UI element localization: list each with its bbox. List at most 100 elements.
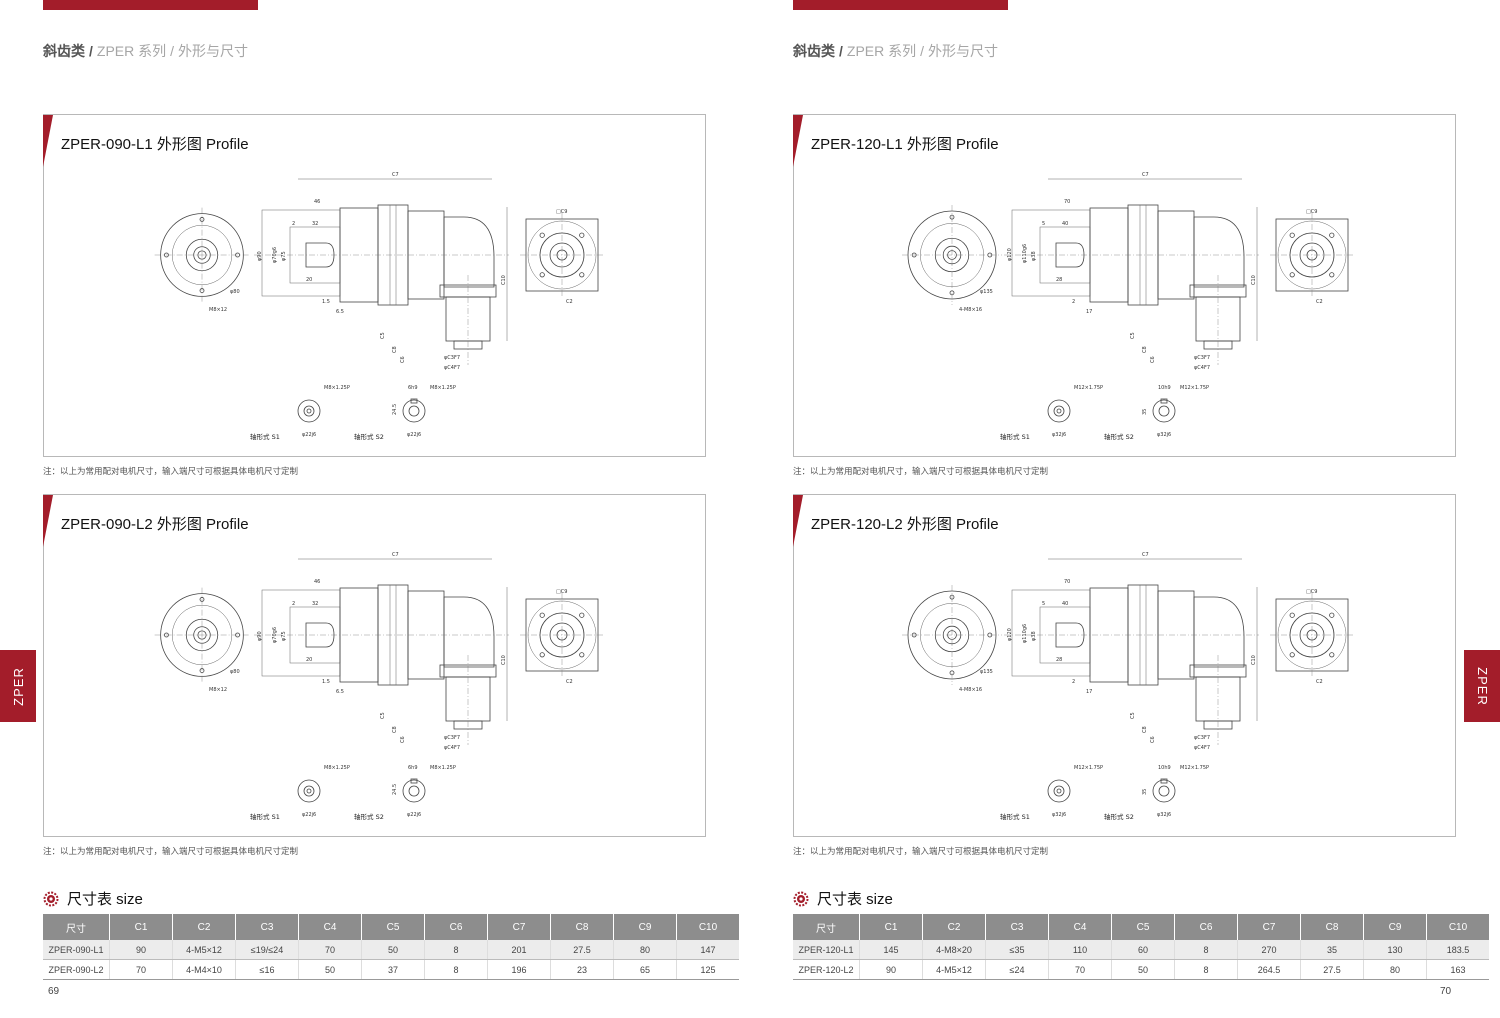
table-header-cell: C5 — [361, 914, 425, 940]
shaft-s1-center — [303, 405, 315, 417]
dimension-label: 40 — [1062, 601, 1068, 607]
bolt-hole — [579, 612, 585, 618]
dimension-label: 轴形式 S1 — [250, 812, 280, 821]
dimension-label: φ120 — [1007, 628, 1013, 641]
dimension-label: 32 — [312, 221, 318, 227]
right-angle-housing — [443, 596, 495, 668]
dimension-label: C8 — [1142, 346, 1148, 353]
table-header-cell: C4 — [298, 914, 362, 940]
panel-note: 注：以上为常用配对电机尺寸，输入端尺寸可根据具体电机尺寸定制 — [43, 466, 299, 476]
dimension-label: 24.5 — [392, 404, 398, 415]
breadcrumb-category[interactable]: 斜齿类 — [793, 43, 835, 59]
dimension-label: φ70g6 — [272, 247, 278, 263]
dimension-label: 轴形式 S1 — [1000, 812, 1030, 821]
shaft-s2-center — [1158, 405, 1170, 417]
dimension-label: 28 — [1056, 657, 1062, 663]
dimension-label: C10 — [1251, 655, 1257, 665]
dimension-label: 1.5 — [322, 679, 330, 685]
dimension-label: C6 — [400, 736, 406, 743]
table-header-cell: C6 — [424, 914, 488, 940]
dimension-label: 轴形式 S2 — [354, 432, 384, 441]
gear-housing — [1127, 584, 1159, 686]
dimension-label: φ22j6 — [302, 432, 316, 438]
table-cell: 125 — [676, 959, 739, 980]
shaft-s1-center — [1053, 785, 1065, 797]
dimension-label: 2 — [1072, 299, 1075, 305]
shaft-s2-view — [1152, 779, 1176, 803]
breadcrumb-series[interactable]: ZPER 系列 — [96, 43, 167, 59]
panel-note: 注：以上为常用配对电机尺寸，输入端尺寸可根据具体电机尺寸定制 — [43, 846, 299, 856]
dimension-label: C7 — [1142, 172, 1149, 178]
shaft-s1-view — [1047, 399, 1071, 423]
shaft-s2-view — [402, 779, 426, 803]
dimension-label: C8 — [392, 346, 398, 353]
dimension-label: C8 — [1142, 726, 1148, 733]
dimension-label: 46 — [314, 579, 320, 585]
dimension-label: C5 — [1130, 332, 1136, 339]
shaft-s2-center — [408, 405, 420, 417]
bolt-hole — [539, 612, 545, 618]
dimension-label: M8×1.25P — [430, 385, 456, 391]
table-header-cell: C2 — [922, 914, 986, 940]
dimension-label: 轴形式 S2 — [1104, 432, 1134, 441]
table-cell: 130 — [1363, 940, 1427, 960]
dimension-label: C7 — [392, 552, 399, 558]
size-table-title: 尺寸表 size — [67, 891, 143, 908]
panel-title: ZPER-090-L1 外形图 Profile — [61, 136, 249, 153]
table-header-cell: C7 — [1237, 914, 1301, 940]
dimension-label: 20 — [306, 657, 312, 663]
dimension-label: M12×1.75P — [1180, 765, 1209, 771]
dimension-label: 轴形式 S1 — [250, 432, 280, 441]
bolt-hole — [1289, 232, 1295, 238]
bolt-hole — [539, 232, 545, 238]
table-cell: 163 — [1426, 959, 1489, 980]
dimension-label: 10h9 — [1158, 385, 1171, 391]
shaft-s1-thread — [1056, 788, 1062, 794]
dimension-label: φC4F7 — [1194, 745, 1210, 751]
side-tab-label: ZPER — [1474, 666, 1490, 706]
gear-housing — [377, 584, 409, 686]
breadcrumb-category[interactable]: 斜齿类 — [43, 43, 85, 59]
table-cell: 65 — [613, 959, 677, 980]
shaft-s2-view — [402, 399, 426, 423]
table-cell: 60 — [1111, 940, 1175, 960]
panel-title: ZPER-120-L1 外形图 Profile — [811, 136, 999, 153]
dimension-label: 70 — [1064, 579, 1070, 585]
right-angle-housing — [1193, 216, 1245, 288]
dimension-label: C5 — [380, 712, 386, 719]
dimension-label: 32 — [312, 601, 318, 607]
table-cell: ZPER-120-L1 — [793, 940, 860, 960]
table-cell: 8 — [424, 940, 488, 960]
table-cell: 4-M8×20 — [922, 940, 986, 960]
breadcrumb-series[interactable]: ZPER 系列 — [846, 43, 917, 59]
dimension-label: 35 — [1142, 409, 1148, 415]
dimension-label: M12×1.75P — [1180, 385, 1209, 391]
top-accent-bar — [793, 0, 1008, 10]
dimension-label: C7 — [1142, 552, 1149, 558]
dimension-label: C10 — [1251, 275, 1257, 285]
dimension-label: M8×1.25P — [324, 765, 350, 771]
page-number: 69 — [48, 986, 60, 997]
table-cell: 80 — [613, 940, 677, 960]
dimension-label: M12×1.75P — [1074, 385, 1103, 391]
shaft-circle — [197, 250, 207, 260]
shaft-s2-center — [408, 785, 420, 797]
dimension-label: φ120 — [1007, 248, 1013, 261]
gear-icon — [793, 891, 809, 906]
shaft-s1-view — [297, 399, 321, 423]
dimension-label: φC3F7 — [444, 735, 460, 741]
shaft-s1-center — [1053, 405, 1065, 417]
table-cell: ZPER-120-L2 — [793, 959, 860, 980]
dimension-label: 46 — [314, 199, 320, 205]
bolt-hole — [1289, 652, 1295, 658]
table-cell: 145 — [859, 940, 923, 960]
right-angle-housing — [443, 216, 495, 288]
dimension-label: φC3F7 — [444, 355, 460, 361]
dimension-label: 40 — [1062, 221, 1068, 227]
